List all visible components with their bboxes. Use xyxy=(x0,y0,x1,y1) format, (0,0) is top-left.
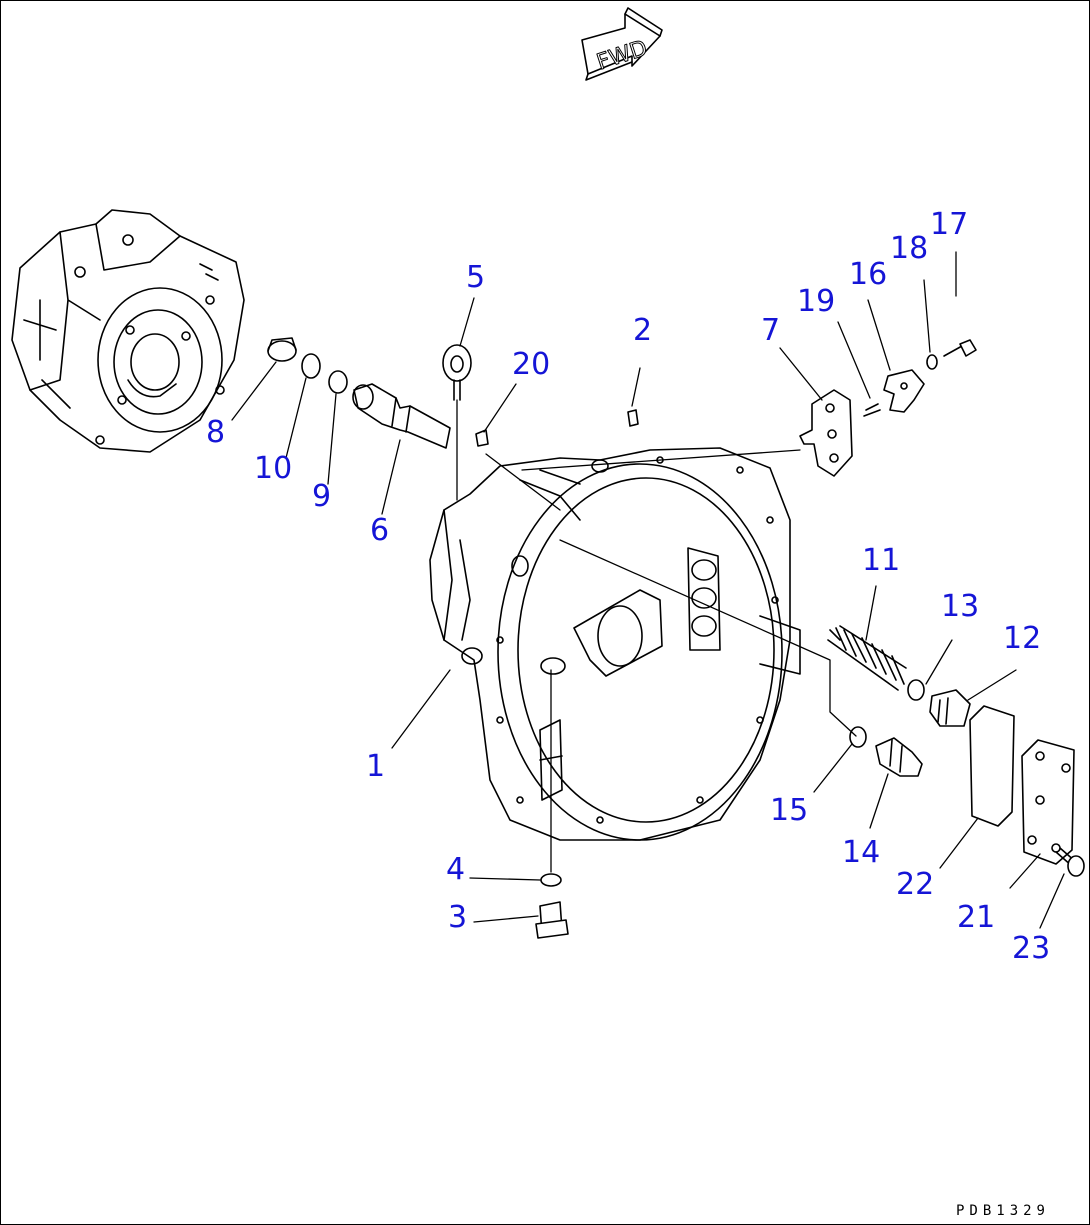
shaft-part-6 xyxy=(352,383,451,449)
bolt-part-23 xyxy=(1055,847,1085,877)
bolt-part-17 xyxy=(943,339,977,357)
callout-6[interactable]: 6 xyxy=(370,513,390,548)
o-ring-part-15 xyxy=(849,726,867,748)
drawing-code: PDB1329 xyxy=(955,1203,1050,1219)
callout-9[interactable]: 9 xyxy=(312,479,332,514)
callout-12[interactable]: 12 xyxy=(1003,621,1042,656)
callout-15[interactable]: 15 xyxy=(770,793,809,828)
plug-part-2 xyxy=(627,409,639,427)
callout-8[interactable]: 8 xyxy=(206,415,226,450)
callout-21[interactable]: 21 xyxy=(957,900,996,935)
callout-13[interactable]: 13 xyxy=(941,589,980,624)
snap-ring-part-10 xyxy=(301,353,321,379)
callout-1[interactable]: 1 xyxy=(366,749,386,784)
callout-16[interactable]: 16 xyxy=(849,257,888,292)
callout-7[interactable]: 7 xyxy=(761,313,781,348)
pump-body xyxy=(11,209,245,453)
o-ring-part-9 xyxy=(328,370,348,394)
plug-part-8 xyxy=(267,337,297,362)
callout-23[interactable]: 23 xyxy=(1012,931,1051,966)
washer-part-18 xyxy=(926,354,938,370)
callout-3[interactable]: 3 xyxy=(448,900,468,935)
pin-part-20 xyxy=(475,429,489,447)
plug-part-14 xyxy=(875,737,923,777)
fwd-arrow-icon: FWD xyxy=(581,7,663,81)
callout-22[interactable]: 22 xyxy=(896,867,935,902)
pin-part-19 xyxy=(863,403,881,417)
callout-5[interactable]: 5 xyxy=(466,260,486,295)
cover-part-21 xyxy=(1021,739,1075,865)
o-ring-part-4 xyxy=(540,873,562,887)
spring-part-11 xyxy=(827,625,907,691)
eye-bolt-part-5 xyxy=(442,344,472,401)
callout-11[interactable]: 11 xyxy=(862,543,901,578)
callout-14[interactable]: 14 xyxy=(842,835,881,870)
callout-10[interactable]: 10 xyxy=(254,451,293,486)
callout-20[interactable]: 20 xyxy=(512,347,551,382)
leader-lines xyxy=(231,251,1065,929)
callout-2[interactable]: 2 xyxy=(633,313,653,348)
lever-part-16 xyxy=(883,369,925,413)
pump-housing-part-1 xyxy=(429,447,801,841)
bracket-part-7 xyxy=(799,389,853,477)
callout-19[interactable]: 19 xyxy=(797,284,836,319)
gasket-part-22 xyxy=(969,705,1015,827)
o-ring-part-13 xyxy=(907,679,925,701)
callout-4[interactable]: 4 xyxy=(446,852,466,887)
callout-18[interactable]: 18 xyxy=(890,231,929,266)
drain-plug-part-3 xyxy=(535,901,569,939)
callout-17[interactable]: 17 xyxy=(930,207,969,242)
plug-part-12 xyxy=(929,689,971,727)
